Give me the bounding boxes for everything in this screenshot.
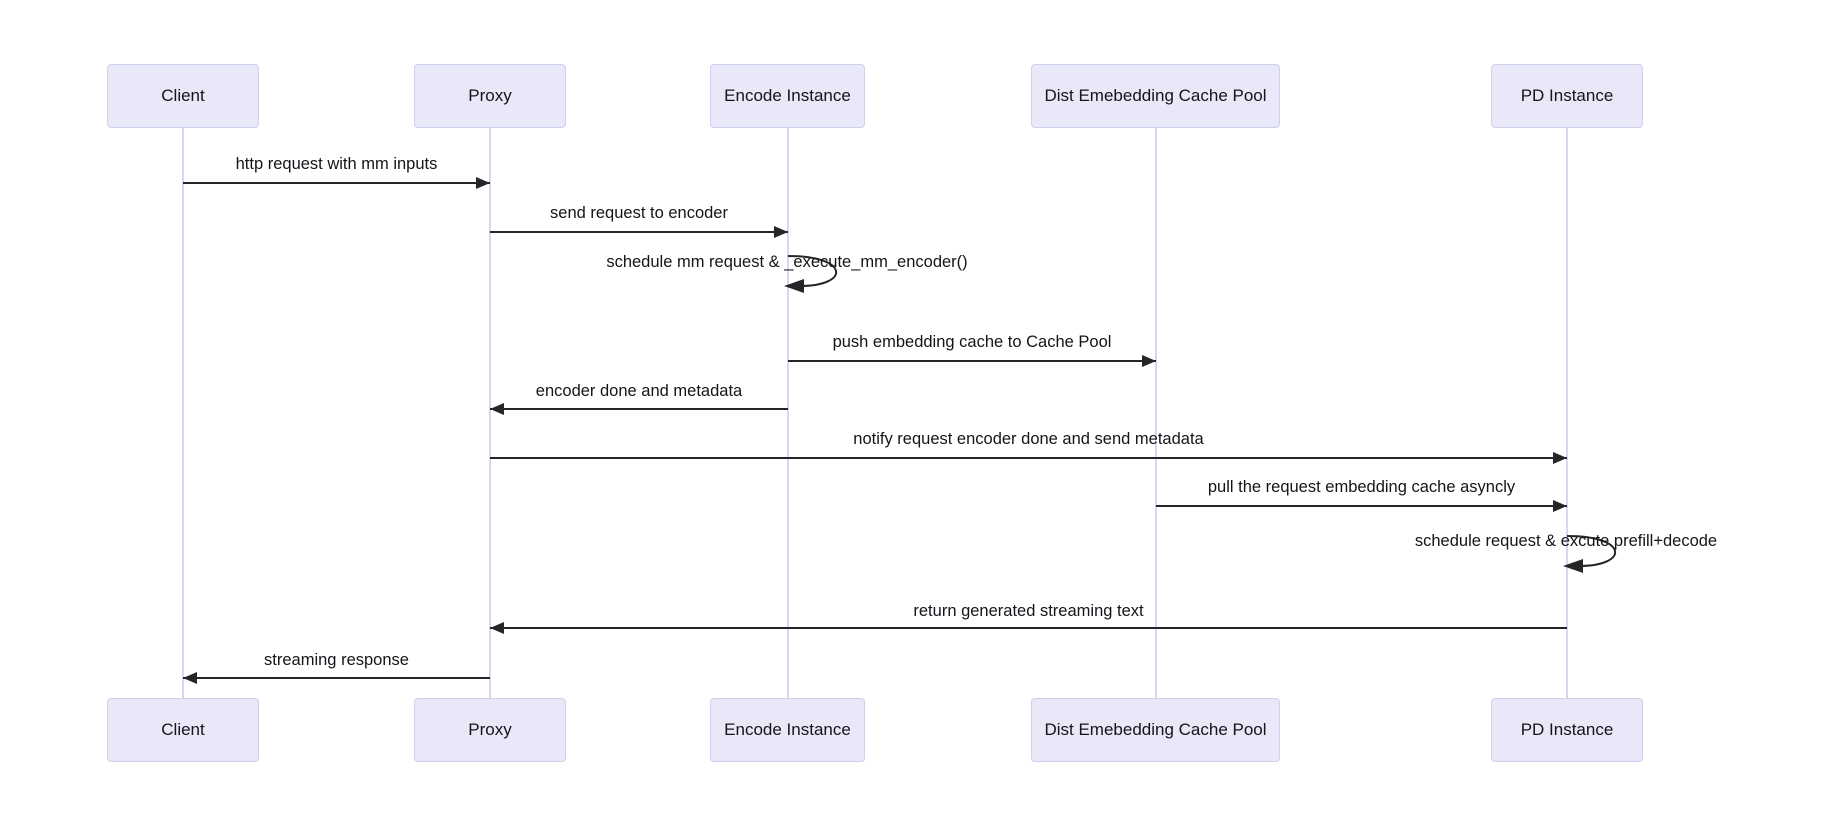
message-label-m5: encoder done and metadata — [535, 382, 743, 400]
arrowhead-m2 — [774, 226, 788, 238]
actor-label: PD Instance — [1520, 720, 1614, 739]
actor-label: Dist Emebedding Cache Pool — [1044, 720, 1267, 739]
lifeline-encode — [787, 128, 789, 698]
lifeline-proxy — [489, 128, 491, 698]
arrowhead-m6 — [1553, 452, 1567, 464]
arrowhead-m7 — [1553, 500, 1567, 512]
message-label-m2: send request to encoder — [550, 204, 728, 222]
arrowhead-m10 — [183, 672, 197, 684]
message-label-m9: return generated streaming text — [913, 602, 1144, 620]
actor-footer-encode[interactable]: Encode Instance — [710, 698, 865, 762]
message-label-m6: notify request encoder done and send met… — [853, 430, 1204, 448]
actor-footer-client[interactable]: Client — [107, 698, 259, 762]
lifeline-pd — [1566, 128, 1568, 698]
actor-header-proxy[interactable]: Proxy — [414, 64, 566, 128]
actor-header-pd[interactable]: PD Instance — [1491, 64, 1643, 128]
actor-label: Client — [161, 720, 205, 739]
actor-footer-proxy[interactable]: Proxy — [414, 698, 566, 762]
arrowhead-m1 — [476, 177, 490, 189]
lifeline-cachepool — [1155, 128, 1157, 698]
actor-label: Client — [161, 86, 205, 105]
lifeline-client — [182, 128, 184, 698]
message-label-m7: pull the request embedding cache asyncly — [1207, 478, 1516, 496]
actor-label: Dist Emebedding Cache Pool — [1044, 86, 1267, 105]
actor-header-encode[interactable]: Encode Instance — [710, 64, 865, 128]
message-label-m4: push embedding cache to Cache Pool — [832, 333, 1112, 351]
arrowhead-m4 — [1142, 355, 1156, 367]
message-label-m10: streaming response — [264, 651, 409, 669]
arrowhead-m5 — [490, 403, 504, 415]
actor-label: Proxy — [468, 86, 512, 105]
actor-label: PD Instance — [1520, 86, 1614, 105]
actor-header-cachepool[interactable]: Dist Emebedding Cache Pool — [1031, 64, 1280, 128]
actor-label: Encode Instance — [724, 86, 851, 105]
actor-header-client[interactable]: Client — [107, 64, 259, 128]
arrowhead-m9 — [490, 622, 504, 634]
actor-footer-pd[interactable]: PD Instance — [1491, 698, 1643, 762]
message-label-m3: schedule mm request & _execute_mm_encode… — [606, 253, 968, 271]
message-label-m8: schedule request & excute prefill+decode — [1414, 532, 1718, 550]
actor-label: Encode Instance — [724, 720, 851, 739]
actor-footer-cachepool[interactable]: Dist Emebedding Cache Pool — [1031, 698, 1280, 762]
actor-label: Proxy — [468, 720, 512, 739]
message-label-m1: http request with mm inputs — [235, 155, 438, 173]
